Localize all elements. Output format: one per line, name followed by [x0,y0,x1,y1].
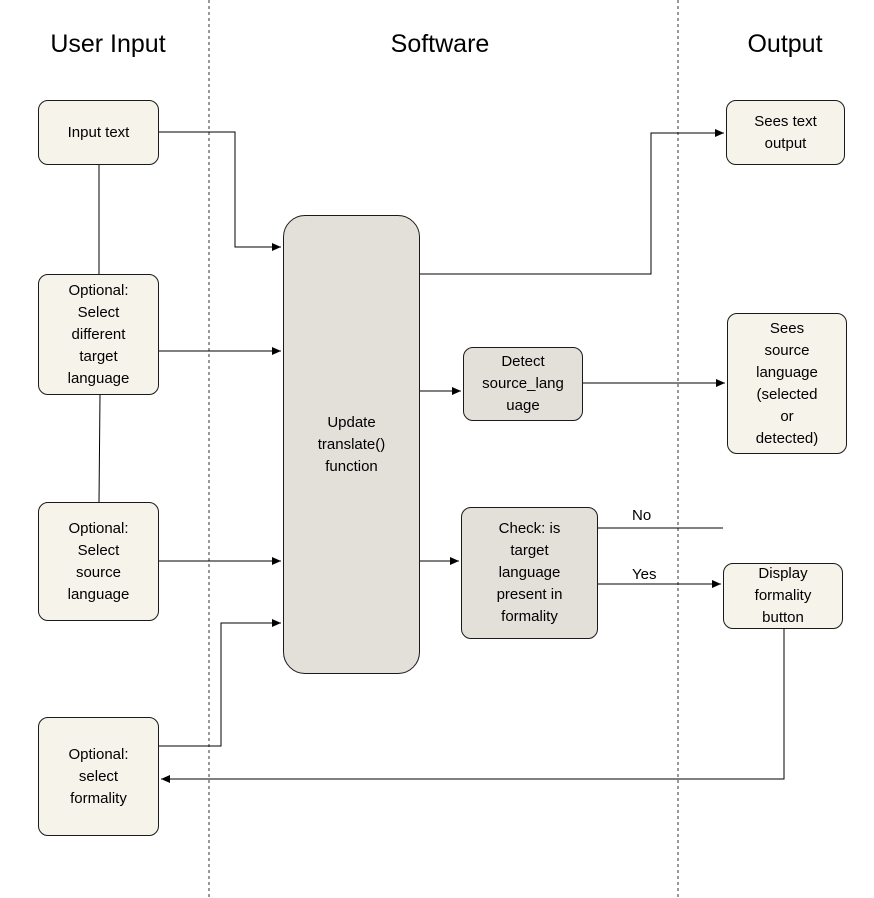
detect-source-language-box: Detect source_lang uage [463,347,583,421]
arrow-formality-button-to-formality-input [161,629,785,783]
link-target-to-source [98,394,101,503]
column-header-output: Output [747,30,823,58]
select-target-language-box: Optional: Select different target langua… [38,274,159,395]
update-translate-function-box: Update translate() function [283,215,420,674]
sees-source-language-box: Sees source language (selected or detect… [727,313,847,454]
arrow-input-text-to-function [159,131,281,251]
select-source-language-box: Optional: Select source language [38,502,159,621]
edge-label-yes: Yes [632,566,657,583]
display-formality-button-box: Display formality button [723,563,843,629]
column-header-software: Software [390,30,490,58]
input-text-box: Input text [38,100,159,165]
arrow-function-to-text-output [420,129,724,275]
column-header-user-input: User Input [50,30,166,58]
check-formality-box: Check: is target language present in for… [461,507,598,639]
edge-label-no: No [632,507,652,524]
select-formality-box: Optional: select formality [38,717,159,836]
arrow-formality-to-function [159,619,281,747]
sees-text-output-box: Sees text output [726,100,845,165]
